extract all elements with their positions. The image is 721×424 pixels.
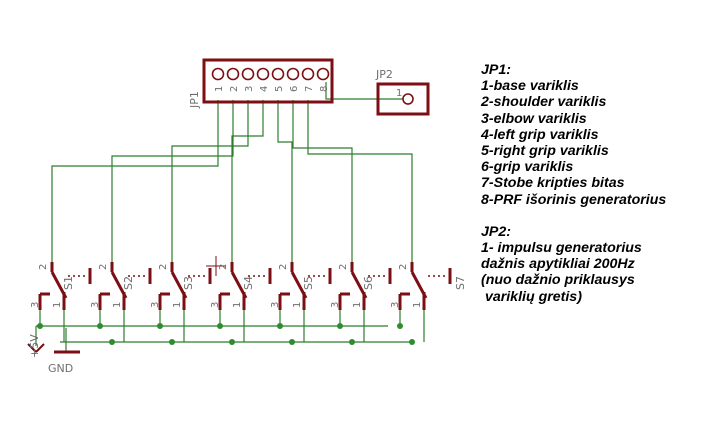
pin-notes: JP1: 1-base variklis 2-shoulder variklis… [481,62,717,305]
switch-4-bus-b-junction [229,339,235,345]
jp1-pin-5-pad [271,67,285,81]
jp1-pin-6-pad [286,67,300,81]
jp1-header-outline [202,58,334,104]
switch-4-pin-2: 2 [218,264,229,270]
jp1-pin-7-pad [301,67,315,81]
jp2-designator: JP2 [375,68,393,81]
supply-arrow-right [35,343,45,353]
supply-label: +5V [28,334,41,358]
switch-5-bus-b-junction [289,339,295,345]
components [27,58,452,354]
jp2-header-outline [376,82,430,116]
switch-4-bus-a-junction [217,323,223,329]
switch-3-signal-wire [171,100,249,262]
switch-4-signal-wire [231,100,264,262]
switch-7-bus-a-junction [397,323,403,329]
switch-1-pin-2: 2 [38,264,49,270]
jp2-note-4: variklių gretis) [481,288,582,305]
jp2-note-2: dažnis apytikliai 200Hz [481,256,635,273]
switch-6-label: S6 [362,276,375,290]
jp1-designator: JP1 [188,91,201,109]
switch-1-bus-a-junction [37,323,43,329]
switch-3-bus-b-junction [169,339,175,345]
notes-spacer [481,208,717,224]
switch-2-pin-3: 3 [90,302,101,308]
switch-1-pin-1: 1 [52,302,63,308]
jp1-note-2: 2-shoulder variklis [481,94,607,111]
jp1-note-1: 1-base variklis [481,78,579,95]
switch-5-bus-a-junction [277,323,283,329]
switch-5-pin-3: 3 [270,302,281,308]
switch-4-pin-1: 1 [232,302,243,308]
jp1-pin-2-number: 2 [229,86,240,92]
jp2-pin-number: 1 [396,88,402,99]
jp1-pin-1-number: 1 [214,86,225,92]
switch-2-pin-1: 1 [112,302,123,308]
switch-5-pin-1: 1 [292,302,303,308]
jp1-pin-2-pad [226,67,240,81]
jp1-note-7: 7-Stobe kripties bitas [481,175,625,192]
jp1-pin-1-pad [211,67,225,81]
jp1-note-3: 3-elbow variklis [481,110,587,127]
switch-4-label: S4 [242,276,255,290]
switch-2-pin-2: 2 [98,264,109,270]
switch-7-pin-2: 2 [398,264,409,270]
switch-3-pin-1: 1 [172,302,183,308]
jp1-pin-3-number: 3 [244,86,255,92]
jp1-note-5: 5-right grip variklis [481,143,609,160]
jp1-note-4: 4-left grip variklis [481,126,599,143]
switch-3-bus-a-junction [157,323,163,329]
jp1-note-8: 8-PRF išorinis generatorius [481,191,667,208]
switch-4-pin-3: 3 [210,302,221,308]
switch-2-label: S2 [122,276,135,290]
wires [35,82,425,352]
switch-7-pin-3: 3 [390,302,401,308]
switch-5-label: S5 [302,276,315,290]
switch-7-label: S7 [454,276,467,290]
switch-3-pin-3: 3 [150,302,161,308]
jp1-pin-6-number: 6 [289,86,300,92]
jp1-pin-3-pad [241,67,255,81]
supply-arrow-left [27,343,37,353]
jp1-pin-5-number: 5 [274,86,285,92]
jp1-note-6: 6-grip variklis [481,159,574,176]
jp1-pin-4-number: 4 [259,86,270,92]
jp1-notes-title: JP1: [481,62,511,78]
switch-6-bus-a-junction [337,323,343,329]
ground-label: GND [48,362,73,375]
switch-7-bus-b-junction [409,339,415,345]
switch-2-bus-a-junction [97,323,103,329]
switch-7-pin-1: 1 [412,302,423,308]
switch-6-pin-1: 1 [352,302,363,308]
switch-5-pin-2: 2 [278,264,289,270]
switch-1-pin-3: 3 [30,302,41,308]
switch-2-bus-b-junction [109,339,115,345]
switch-6-pin-3: 3 [330,302,341,308]
switch-5-signal-wire [277,100,293,262]
jp1-pin-8-pad [316,67,330,81]
jp2-pin-pad [402,93,414,105]
jp1-pin-8-number: 8 [319,86,330,92]
switch-6-signal-wire [292,100,353,262]
switch-1-label: S1 [62,276,75,290]
switch-3-label: S3 [182,276,195,290]
switch-1-signal-wire [51,100,219,262]
jp2-notes-title: JP2: [481,223,511,240]
jp1-pin-7-number: 7 [304,86,315,92]
switch-7-signal-wire [307,100,413,262]
jp2-note-1: 1- impulsu generatorius [481,240,642,257]
jp2-note-3: (nuo dažnio priklausys [481,272,635,289]
switch-6-bus-b-junction [349,339,355,345]
jp1-pin-4-pad [256,67,270,81]
switch-6-pin-2: 2 [338,264,349,270]
switch-3-pin-2: 2 [158,264,169,270]
